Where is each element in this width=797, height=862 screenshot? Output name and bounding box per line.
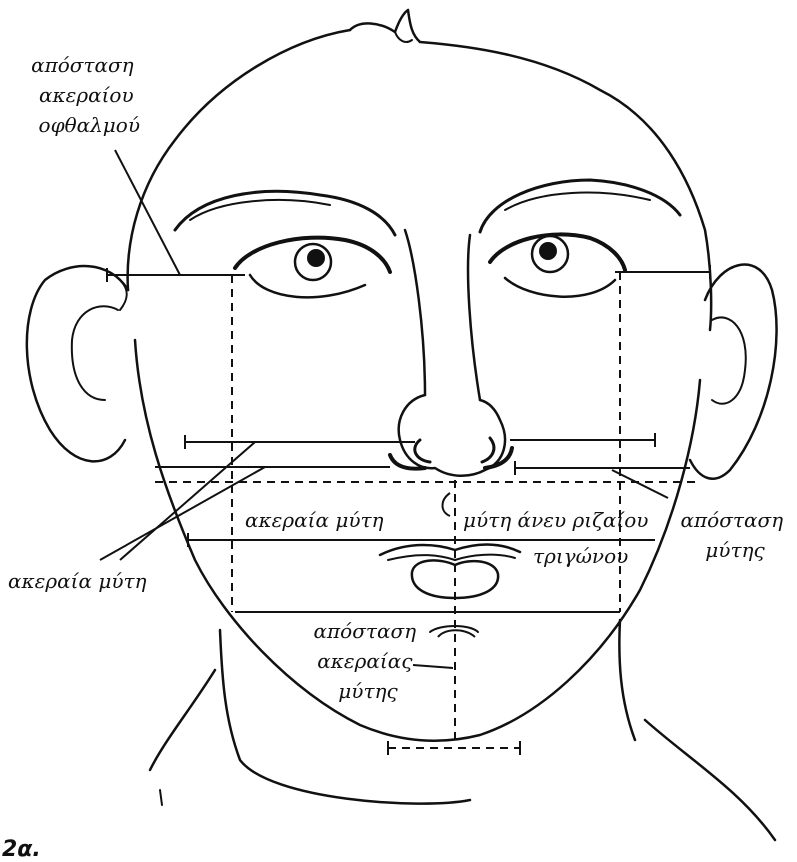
eyebrows (175, 180, 680, 235)
label-triangle: τριγώνου (533, 544, 628, 568)
label-nose-without-root: μύτη άνευ ριζαίου (463, 508, 648, 532)
right-ear (690, 265, 777, 479)
label-whole-nose-distance-line-3: μύτης (338, 679, 398, 703)
label-eye-distance: απόσταση ακεραίου οφθαλμού (31, 53, 140, 137)
label-whole-nose-center: ακεραία μύτη (245, 508, 384, 532)
label-eye-distance-line-1: απόσταση (31, 53, 134, 77)
label-nose-distance: απόσταση μύτης (681, 508, 790, 562)
label-eye-distance-line-2: ακεραίου (39, 83, 134, 107)
label-eye-distance-line-3: οφθαλμού (39, 113, 140, 137)
label-whole-nose-distance-line-1: απόσταση (314, 619, 417, 643)
label-whole-nose-distance: απόσταση ακεραίας μύτης (314, 619, 423, 703)
nose (390, 230, 512, 476)
neck (150, 620, 775, 840)
label-whole-nose-left: ακεραία μύτη (8, 569, 147, 593)
figure-number: 2α. (2, 837, 41, 862)
label-nose-distance-line-1: απόσταση (681, 508, 784, 532)
label-nose-distance-line-2: μύτης (705, 538, 765, 562)
label-whole-nose-distance-line-2: ακεραίας (317, 649, 413, 673)
right-eye (490, 234, 625, 296)
hair-tuft (395, 32, 412, 42)
left-ear (27, 266, 128, 461)
left-eye (235, 238, 390, 298)
